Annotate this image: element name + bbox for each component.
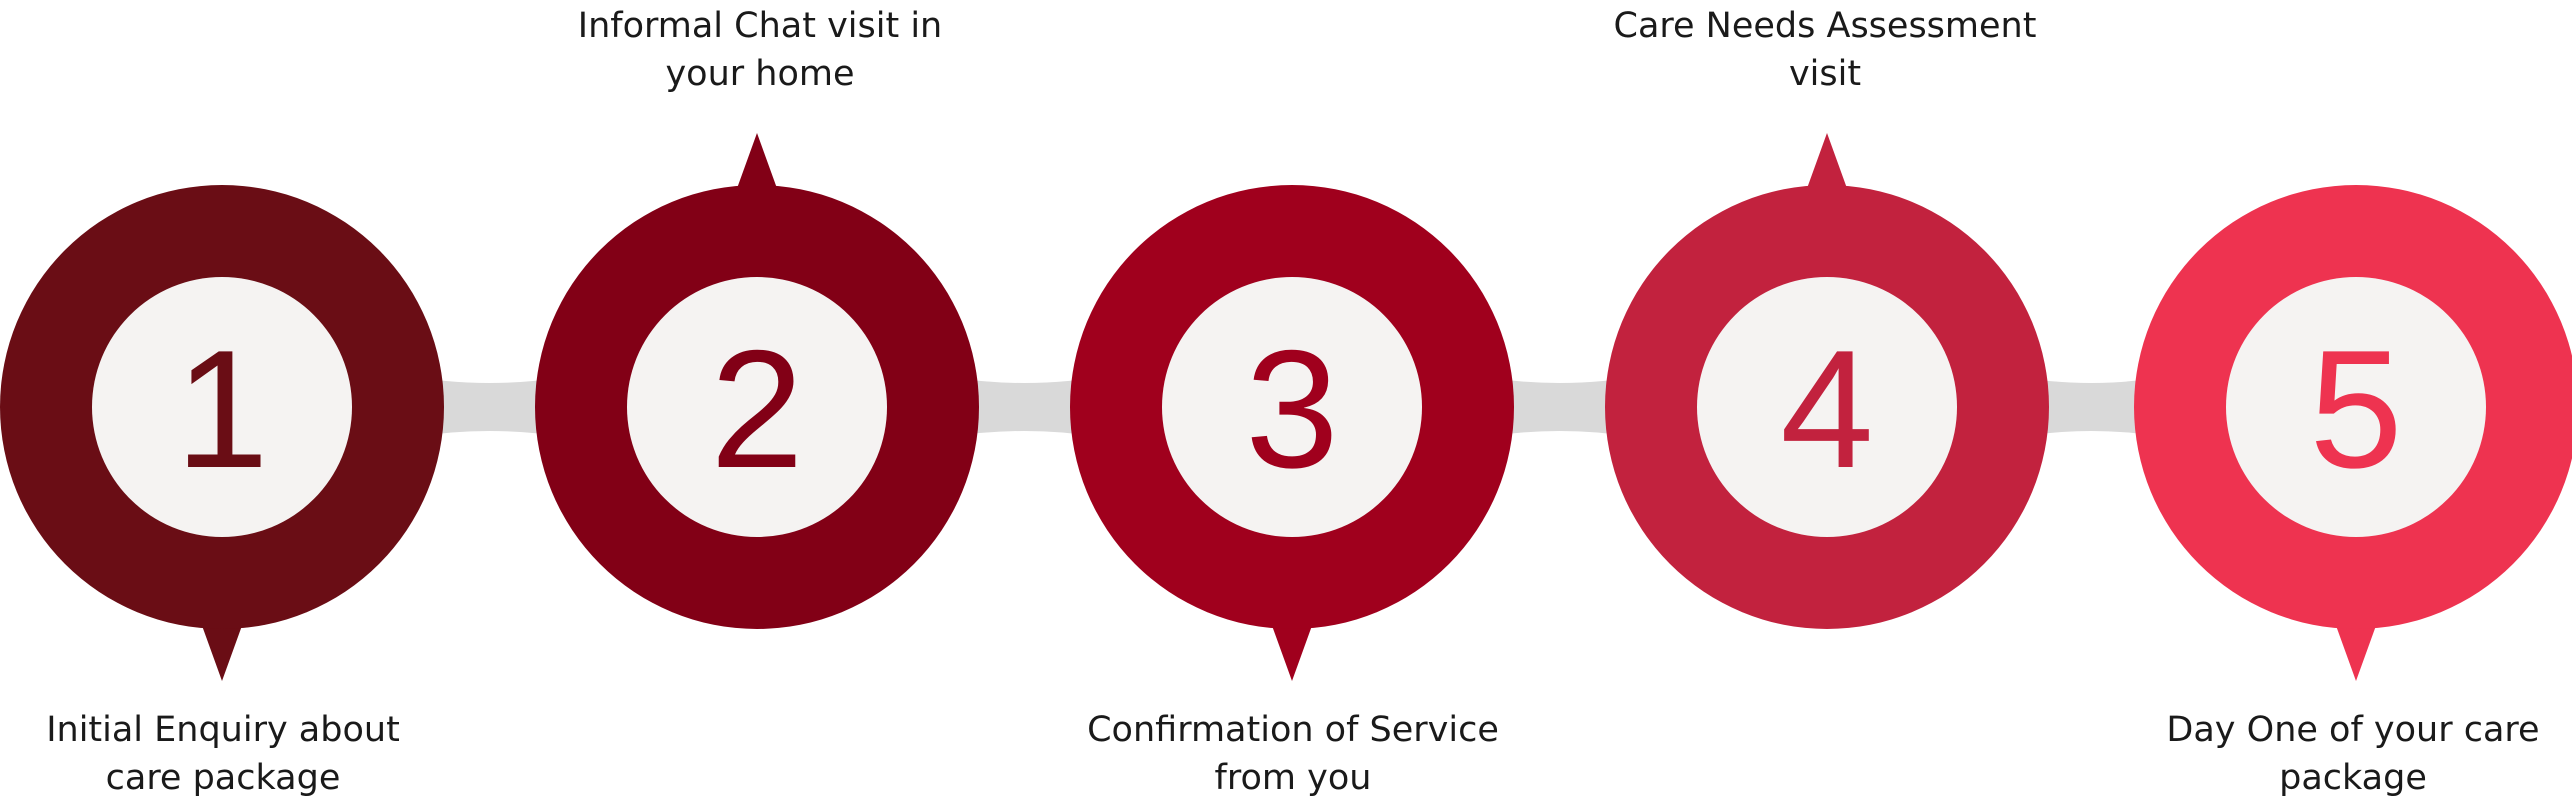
step-number-4: 4 xyxy=(1780,315,1873,503)
connector-4-5 xyxy=(2019,377,2164,437)
connector-2-3 xyxy=(949,377,1100,437)
step-number-3: 3 xyxy=(1245,315,1338,503)
caption-step-5: Day One of your care package xyxy=(2113,706,2572,802)
inner-circle-step-3 xyxy=(1162,277,1422,537)
caption-step-3-line-1: Confirmation of Service xyxy=(1087,710,1499,750)
caption-step-3-line-2: from you xyxy=(1214,758,1372,798)
inner-circle-step-1 xyxy=(92,277,352,537)
inner-circle-step-2 xyxy=(627,277,887,537)
step-number-2: 2 xyxy=(710,315,803,503)
caption-step-4-line-2: visit xyxy=(1788,54,1862,94)
caption-step-2: Informal Chat visit in your home xyxy=(520,2,1000,98)
step-number-5: 5 xyxy=(2309,315,2402,503)
caption-step-1-line-2: care package xyxy=(105,758,341,798)
caption-step-3: Confirmation of Service from you xyxy=(1053,706,1533,802)
caption-step-2-line-1: Informal Chat visit in xyxy=(577,6,943,46)
caption-step-1-line-1: Initial Enquiry about xyxy=(46,710,400,750)
step-number-1: 1 xyxy=(175,315,268,503)
caption-step-1: Initial Enquiry about care package xyxy=(0,706,463,802)
circle-layer: 1 2 3 4 5 xyxy=(0,185,2572,629)
caption-step-5-line-1: Day One of your care xyxy=(2166,710,2540,750)
caption-step-2-line-2: your home xyxy=(665,54,855,94)
inner-circle-step-5 xyxy=(2226,277,2486,537)
caption-step-5-line-2: package xyxy=(2279,758,2427,798)
connector-layer xyxy=(414,377,2164,437)
connector-3-4 xyxy=(1484,377,1635,437)
caption-step-4-line-1: Care Needs Assessment xyxy=(1613,6,2037,46)
inner-circle-step-4 xyxy=(1697,277,1957,537)
connector-1-2 xyxy=(414,377,565,437)
caption-step-4: Care Needs Assessment visit xyxy=(1585,2,2065,98)
